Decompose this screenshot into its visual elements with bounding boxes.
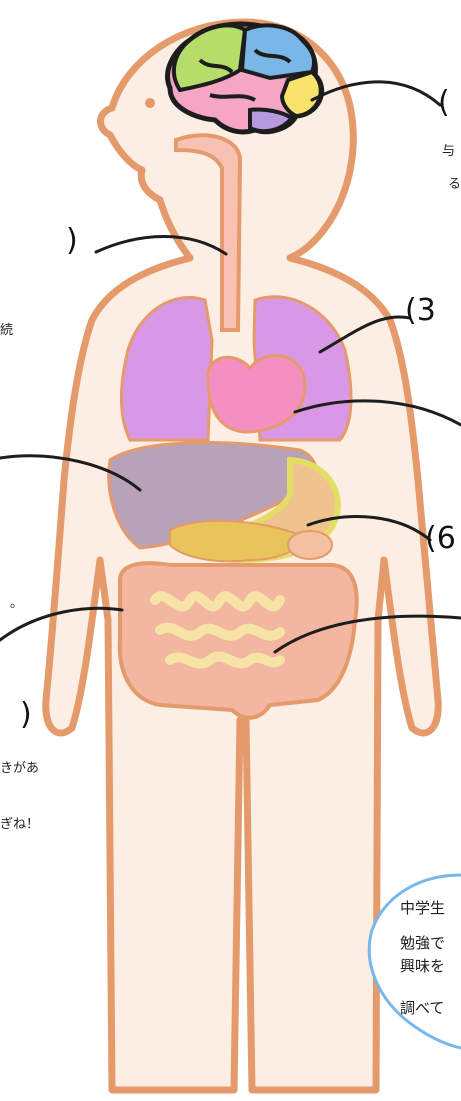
note-line-1: 中学生 xyxy=(400,900,445,916)
note-line-3: 興味を xyxy=(400,958,445,974)
label-esophagus: ) xyxy=(66,226,78,256)
label-left-bottom: ) xyxy=(20,700,32,730)
label-lung: (3 xyxy=(405,296,436,326)
note-line-4: 調べて xyxy=(400,1000,444,1016)
large-intestine xyxy=(120,563,357,718)
brain xyxy=(168,24,322,132)
note-line-2: 勉強で xyxy=(400,935,445,951)
label-brain-sub1: 与 xyxy=(442,145,455,159)
left-text-1: 続 xyxy=(0,324,13,338)
left-text-2: 。 xyxy=(10,597,23,611)
label-brain-sub2: る xyxy=(448,178,461,192)
label-pancreas: (6 xyxy=(425,524,456,554)
left-text-4: ぎね！ xyxy=(0,818,39,832)
label-brain: ( xyxy=(438,88,450,118)
left-text-3: きがあ xyxy=(0,762,39,776)
